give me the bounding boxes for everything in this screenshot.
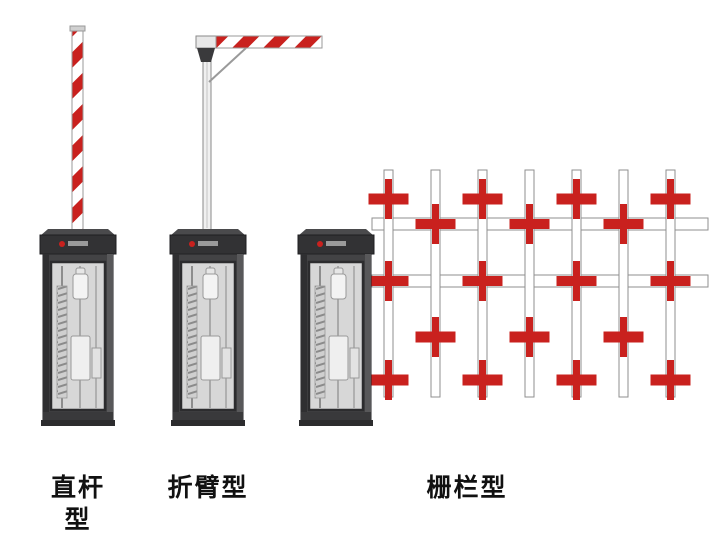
straight-pole-barrier <box>38 25 118 428</box>
barrier-cabinet-folding <box>168 227 248 428</box>
barrier-cabinet-straight <box>38 227 118 428</box>
label-folding-type: 折臂型 <box>167 474 249 502</box>
fence-cross-vertical <box>620 317 627 357</box>
folding-boom-arm <box>215 35 323 49</box>
pivot-bracket <box>197 48 215 62</box>
fence-picket <box>524 169 535 398</box>
fence-cross-vertical <box>667 261 674 301</box>
arm-pivot-joint <box>195 35 217 49</box>
fence-picket <box>430 169 441 398</box>
fence-cross-vertical <box>667 179 674 219</box>
fence-grid <box>368 169 709 400</box>
fence-cross-vertical <box>432 204 439 244</box>
fence-cross-vertical <box>385 261 392 301</box>
fence-cross-vertical <box>385 360 392 400</box>
fence-cross-vertical <box>385 179 392 219</box>
label-straight-type: 直杆型 <box>50 474 105 534</box>
fence-cross-vertical <box>479 261 486 301</box>
fence-cross-vertical <box>479 360 486 400</box>
straight-boom-pole <box>71 29 84 231</box>
fence-cross-vertical <box>573 179 580 219</box>
fence-cross-vertical <box>667 360 674 400</box>
fence-cross-vertical <box>526 204 533 244</box>
fence-barrier <box>296 169 709 428</box>
fence-cross-vertical <box>573 360 580 400</box>
folding-arm-barrier <box>168 35 323 428</box>
fence-cross-vertical <box>432 317 439 357</box>
fence-cross-vertical <box>573 261 580 301</box>
arm-brace <box>208 47 247 83</box>
pole-top-cap <box>69 25 86 32</box>
label-fence-type: 栅栏型 <box>426 474 508 502</box>
fence-cross-vertical <box>526 317 533 357</box>
fence-cross-vertical <box>479 179 486 219</box>
barrier-cabinet-fence <box>296 227 376 428</box>
fence-picket <box>618 169 629 398</box>
fence-cross-vertical <box>620 204 627 244</box>
